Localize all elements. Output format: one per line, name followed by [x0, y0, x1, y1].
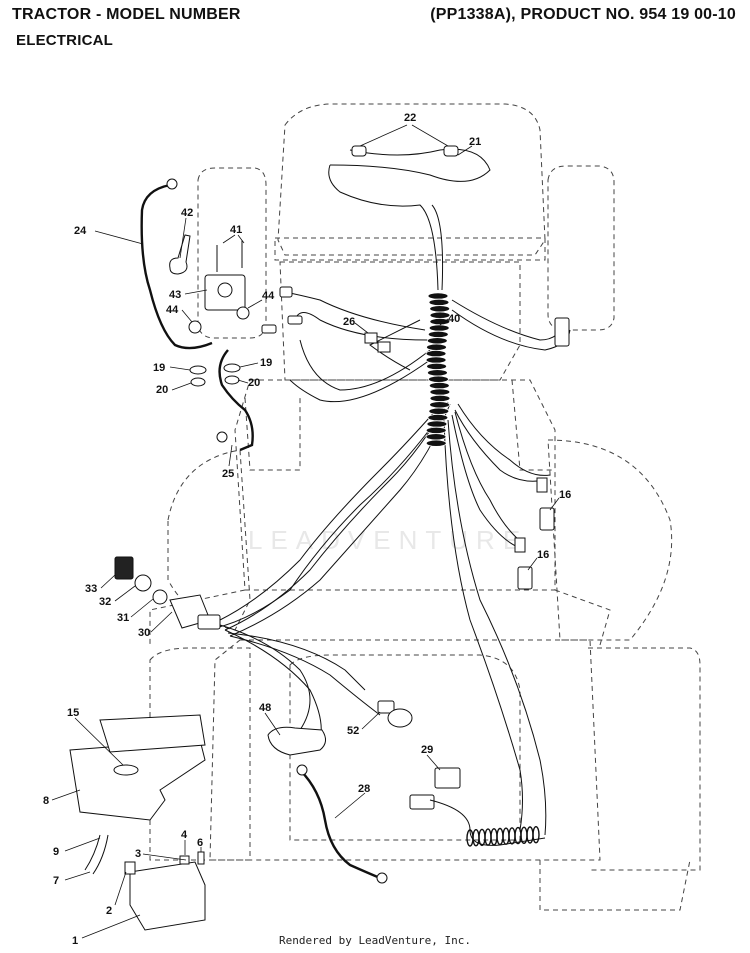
callout-33: 33	[85, 583, 97, 595]
callout-44-right: 44	[262, 290, 275, 302]
light-fixture-icon	[267, 726, 326, 756]
callout-40: 40	[448, 313, 460, 325]
callout-3: 3	[135, 848, 141, 860]
product-number: (PP1338A), PRODUCT NO. 954 19 00-10	[430, 6, 736, 23]
harness-coil-sheath	[425, 292, 451, 447]
callout-labels: 22 21 24 42 41 43 44 44 26 40 19 19 20 2…	[43, 112, 571, 947]
callout-48: 48	[259, 702, 271, 714]
callout-16-upper: 16	[559, 489, 571, 501]
switch-connector-icon	[554, 317, 570, 347]
wire-harness	[214, 148, 571, 836]
callout-43: 43	[169, 289, 181, 301]
ring-terminal-icon	[376, 872, 388, 884]
ignition-key-icon	[114, 556, 134, 580]
callout-28: 28	[358, 783, 370, 795]
battery-box-icon	[69, 739, 206, 821]
ignition-nut-icon	[134, 574, 152, 592]
ring-terminal-icon	[166, 178, 178, 190]
callout-7: 7	[53, 875, 59, 887]
callout-42: 42	[181, 207, 193, 219]
interlock-switch-icon	[539, 507, 555, 531]
callout-41: 41	[230, 224, 242, 236]
callout-44-left: 44	[166, 304, 179, 316]
callout-32: 32	[99, 596, 111, 608]
ring-terminal-icon	[216, 431, 228, 443]
ring-terminal-icon	[296, 764, 308, 776]
callout-21: 21	[469, 136, 481, 148]
callout-26: 26	[343, 316, 355, 328]
headlight-bulb-icon	[443, 145, 459, 157]
callout-19-left: 19	[153, 362, 165, 374]
callout-1: 1	[72, 935, 78, 947]
callout-2: 2	[106, 905, 112, 917]
interlock-switch-icon	[517, 566, 533, 590]
callout-31: 31	[117, 612, 129, 624]
leader-lines	[51, 124, 560, 939]
terminal-boot-icon	[169, 234, 191, 275]
callout-20-right: 20	[248, 377, 260, 389]
callout-8: 8	[43, 795, 49, 807]
callout-25: 25	[222, 468, 234, 480]
seat-switch-icon	[434, 767, 461, 789]
callout-29: 29	[421, 744, 433, 756]
footer-credit: Rendered by LeadVenture, Inc.	[278, 934, 472, 947]
callout-22: 22	[404, 112, 416, 124]
callout-20-left: 20	[156, 384, 168, 396]
connector-icon	[377, 341, 391, 353]
callout-6: 6	[197, 837, 203, 849]
callout-16-lower: 16	[537, 549, 549, 561]
callout-4: 4	[181, 829, 188, 841]
callout-30: 30	[138, 627, 150, 639]
callout-52: 52	[347, 725, 359, 737]
section-title: ELECTRICAL	[16, 32, 113, 49]
callout-24: 24	[74, 225, 87, 237]
battery-cables	[140, 183, 381, 880]
watermark: LEADVENTURE	[248, 525, 529, 555]
callout-19-right: 19	[260, 357, 272, 369]
headlight-bulb-icon	[351, 145, 367, 157]
bulb-icon	[387, 708, 413, 728]
callout-15: 15	[67, 707, 79, 719]
page-title: TRACTOR - MODEL NUMBER	[12, 6, 241, 23]
connector-icon	[364, 332, 378, 344]
callout-9: 9	[53, 846, 59, 858]
seat-switch-coil	[466, 826, 540, 847]
battery-icon	[129, 861, 206, 931]
fuse-holder-icon	[113, 764, 139, 776]
